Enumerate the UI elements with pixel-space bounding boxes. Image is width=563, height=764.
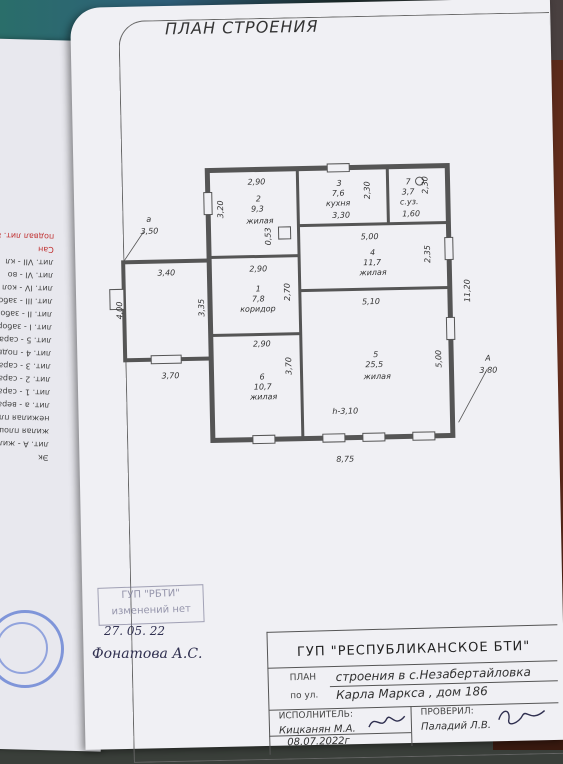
round-seal-stamp-inner <box>0 622 48 674</box>
room-name: жилая <box>358 268 387 278</box>
window <box>326 163 350 173</box>
room-name: жилая <box>245 216 274 226</box>
dim-label: 8,75 <box>336 455 354 464</box>
window <box>252 434 276 445</box>
room-name: кухня <box>326 199 351 209</box>
room-area: 3,7 <box>402 187 416 196</box>
partition <box>299 285 450 293</box>
lit-height: 3,50 <box>140 227 158 236</box>
dim-label: 2,90 <box>253 339 271 348</box>
dim-label: 11,20 <box>463 279 472 302</box>
room-area: 7,6 <box>332 189 345 198</box>
window <box>203 191 213 216</box>
room-number: 6 <box>260 372 265 381</box>
checker-signature-icon <box>498 710 546 725</box>
dim-label: 3,35 <box>197 299 206 317</box>
street-label: по ул. <box>290 690 319 702</box>
dim-label: 2,30 <box>420 176 429 194</box>
dim-label: 3,20 <box>216 200 225 218</box>
room-number: 2 <box>256 194 261 203</box>
handwritten-date: 27. 05. 22 <box>104 624 166 638</box>
room-number: 1 <box>256 284 261 293</box>
bti-stamp: ГУП "РБТИ" изменений нет <box>97 584 205 626</box>
leader-line <box>458 368 488 423</box>
dim-label: 2,90 <box>249 264 267 273</box>
checked-name: Паладий Л.В. <box>420 719 492 733</box>
dim-label: 3,70 <box>284 357 293 375</box>
partition <box>298 221 449 228</box>
room-number: 7 <box>405 177 411 186</box>
room-name: коридор <box>240 304 276 314</box>
dim-label: 5,10 <box>362 297 380 306</box>
dim-label: 3,40 <box>157 268 175 277</box>
handwritten-signature: Фонатова А.С. <box>92 646 203 662</box>
partition <box>295 168 305 439</box>
window <box>362 432 386 442</box>
lit-label: А <box>484 354 491 363</box>
plan-label: ПЛАН <box>289 672 317 684</box>
executor-label: ИСПОЛНИТЕЛЬ: <box>278 709 354 722</box>
room-area: 7,8 <box>252 294 265 303</box>
dim-label: 2,30 <box>363 181 372 199</box>
checked-label: ПРОВЕРИЛ: <box>420 706 474 718</box>
partition <box>207 260 213 359</box>
dim-label: 5,00 <box>434 350 443 368</box>
round-seal-stamp <box>0 610 64 688</box>
room-number: 3 <box>336 179 341 188</box>
dim-label: 5,00 <box>361 232 379 241</box>
toilet-fixture <box>415 176 425 186</box>
partition <box>385 166 390 224</box>
window <box>445 316 456 341</box>
dim-label: 2,35 <box>423 245 432 263</box>
room-number: 5 <box>373 350 378 359</box>
dim-label: 0,53 <box>263 227 272 245</box>
window <box>322 433 346 443</box>
dim-label: 2,70 <box>283 283 292 301</box>
dim-label: 3,30 <box>332 211 350 220</box>
stove-fixture <box>277 226 292 240</box>
partition <box>209 254 300 260</box>
dim-label: h-3,10 <box>332 406 358 416</box>
leader-line <box>122 231 144 263</box>
lit-label: а <box>146 215 151 224</box>
window <box>412 431 436 441</box>
room-area: 11,7 <box>363 258 382 267</box>
title-block: ГУП "РЕСПУБЛИКАНСКОЕ БТИ" ПЛАН строения … <box>266 624 561 755</box>
lit-height: 3,80 <box>479 366 497 375</box>
window <box>150 354 182 365</box>
room-name: жилая <box>363 372 392 382</box>
dim-label: 1,60 <box>402 209 420 218</box>
room-name: жилая <box>249 392 278 402</box>
room-area: 10,7 <box>254 382 273 391</box>
room-area: 25,5 <box>365 360 383 369</box>
dim-label: 4,00 <box>115 302 124 320</box>
room-number: 4 <box>370 248 375 257</box>
partition <box>210 332 301 338</box>
room-name: с.уз. <box>400 197 419 206</box>
document-date: 08.07.2022г <box>287 735 351 749</box>
stamp-line: изменений нет <box>111 603 192 618</box>
executor-signature-icon <box>368 715 406 728</box>
window <box>444 236 454 261</box>
dim-label: 2,90 <box>247 177 265 186</box>
door <box>109 288 125 311</box>
room-area: 9,3 <box>251 204 264 213</box>
dim-label: 3,70 <box>161 371 179 380</box>
